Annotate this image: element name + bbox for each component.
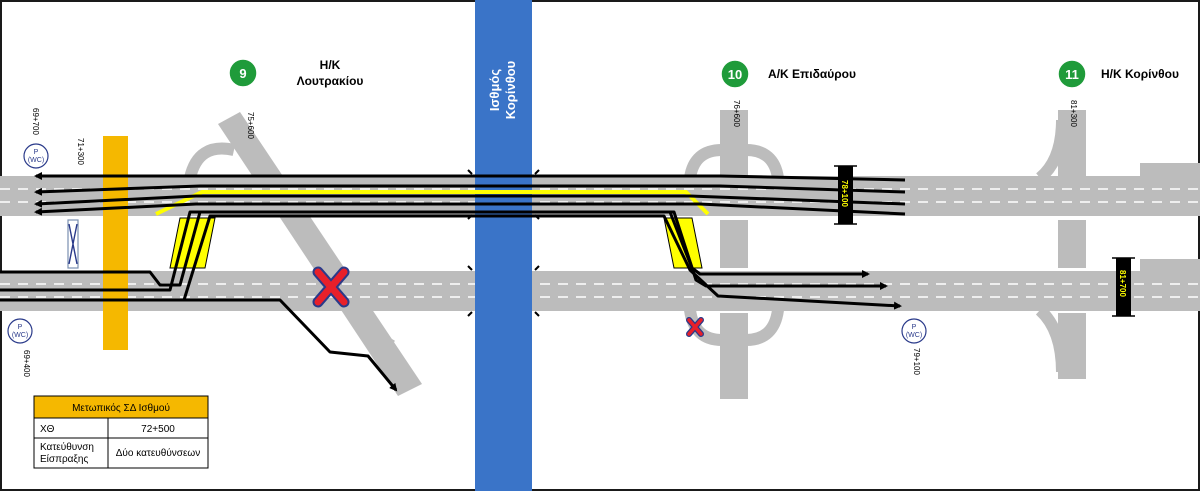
- toll-station-bar: [103, 136, 128, 350]
- chainage-9: 75+600: [246, 112, 255, 139]
- ramp-10-loop-nw: [684, 144, 723, 180]
- parking-wc-icon-bottom-mid: P (WC): [901, 318, 927, 344]
- marker-circle-9: [228, 58, 258, 88]
- parking-wc-icon-top-left: P (WC): [23, 143, 49, 169]
- flow-exit-diagonal: [184, 298, 398, 392]
- interchange-10-crossroad-mid: [720, 220, 748, 268]
- exit-stub-upper: [1140, 163, 1200, 176]
- parking-wc-label: (WC): [906, 332, 922, 339]
- flow-westbound-2: [34, 184, 906, 196]
- ramp-9-lower: [354, 308, 396, 352]
- flow-westbound-4: [34, 202, 906, 216]
- traffic-flows: [0, 172, 906, 392]
- closed-ramp-9: [312, 266, 350, 308]
- chainage-11: 81+300: [1069, 100, 1078, 127]
- chainage-box-bottom-text: 81+700: [1118, 270, 1127, 297]
- chainage-top-left-a: 69+700: [31, 108, 40, 135]
- interchange-11-crossroad-mid: [1058, 220, 1086, 268]
- table-row1-label: ΧΘ: [40, 424, 55, 435]
- marker-number-9: 9: [239, 66, 246, 81]
- interchange-11-name: Η/Κ Κορίνθου: [1101, 67, 1179, 81]
- interchange-9-name-line2: Λουτρακίου: [297, 74, 364, 88]
- table-row2-label-line1: Κατεύθυνση: [40, 441, 94, 453]
- flow-westbound-3: [34, 194, 906, 208]
- ramps: [184, 119, 1068, 373]
- closed-x-9: [314, 268, 348, 306]
- ramp-11-upper: [1035, 119, 1068, 183]
- chainage-bottom-mid: 79+100: [912, 348, 921, 375]
- canal-label-line2: Κορίνθου: [503, 60, 518, 119]
- interchange-9-name-line1: Η/Κ: [320, 58, 341, 72]
- toll-info-table: Μετωπικός ΣΔ Ισθμού ΧΘ 72+500 Κατεύθυνση…: [33, 395, 209, 469]
- chainage-10: 76+600: [732, 100, 741, 127]
- closed-x-10: [687, 318, 703, 336]
- parking-wc-label: (WC): [28, 157, 44, 164]
- interchange-10-crossroad-top: [720, 110, 748, 176]
- marker-number-10: 10: [728, 67, 742, 82]
- parking-label: P: [912, 324, 917, 331]
- table-row1-value: 72+500: [141, 424, 175, 435]
- marker-circle-10: [720, 59, 750, 89]
- chainage-box-bottom: 81+700: [1112, 257, 1135, 317]
- lane-markings: [0, 188, 1200, 298]
- parking-wc-label: (WC): [12, 332, 28, 339]
- table-row2-value: Δύο κατευθύνσεων: [116, 447, 201, 459]
- marker-circle-11: [1057, 59, 1087, 89]
- marker-number-11: 11: [1065, 67, 1079, 82]
- parking-label: P: [34, 149, 39, 156]
- ramp-10-loop-se: [745, 308, 784, 346]
- table-row2-label-line2: Είσπραξης: [40, 453, 88, 465]
- interchange-marker-9: 9 Η/Κ Λουτρακίου 75+600: [228, 58, 364, 139]
- chainage-top-left-b: 71+300: [76, 138, 85, 165]
- interchange-9-diagonal-road: [218, 112, 422, 396]
- interchange-10-name: Α/Κ Επιδαύρου: [768, 67, 856, 81]
- ramp-9-loop: [184, 142, 236, 180]
- interchange-10-crossroad-bottom: [720, 313, 748, 399]
- canal-label-line1: Ισθμός: [487, 69, 502, 111]
- ramp-11-lower: [1035, 305, 1068, 373]
- parking-label: P: [18, 324, 23, 331]
- chainage-box-top: 78+100: [834, 165, 857, 225]
- interchange-marker-10: 10 Α/Κ Επιδαύρου 76+600: [720, 59, 856, 127]
- closed-ramp-10: [686, 317, 704, 337]
- interchange-marker-11: 11 Η/Κ Κορίνθου 81+300: [1057, 59, 1179, 127]
- carriageway-lower: [0, 271, 1200, 311]
- exit-stub-lower: [1140, 259, 1200, 271]
- corinth-canal: [475, 0, 532, 491]
- chainage-box-top-text: 78+100: [840, 180, 849, 207]
- table-header: Μετωπικός ΣΔ Ισθμού: [72, 402, 170, 414]
- ramp-10-loop-ne: [745, 144, 784, 180]
- chainage-bottom-left: 69+400: [22, 350, 31, 377]
- parking-wc-icon-bottom-left: P (WC): [7, 318, 33, 344]
